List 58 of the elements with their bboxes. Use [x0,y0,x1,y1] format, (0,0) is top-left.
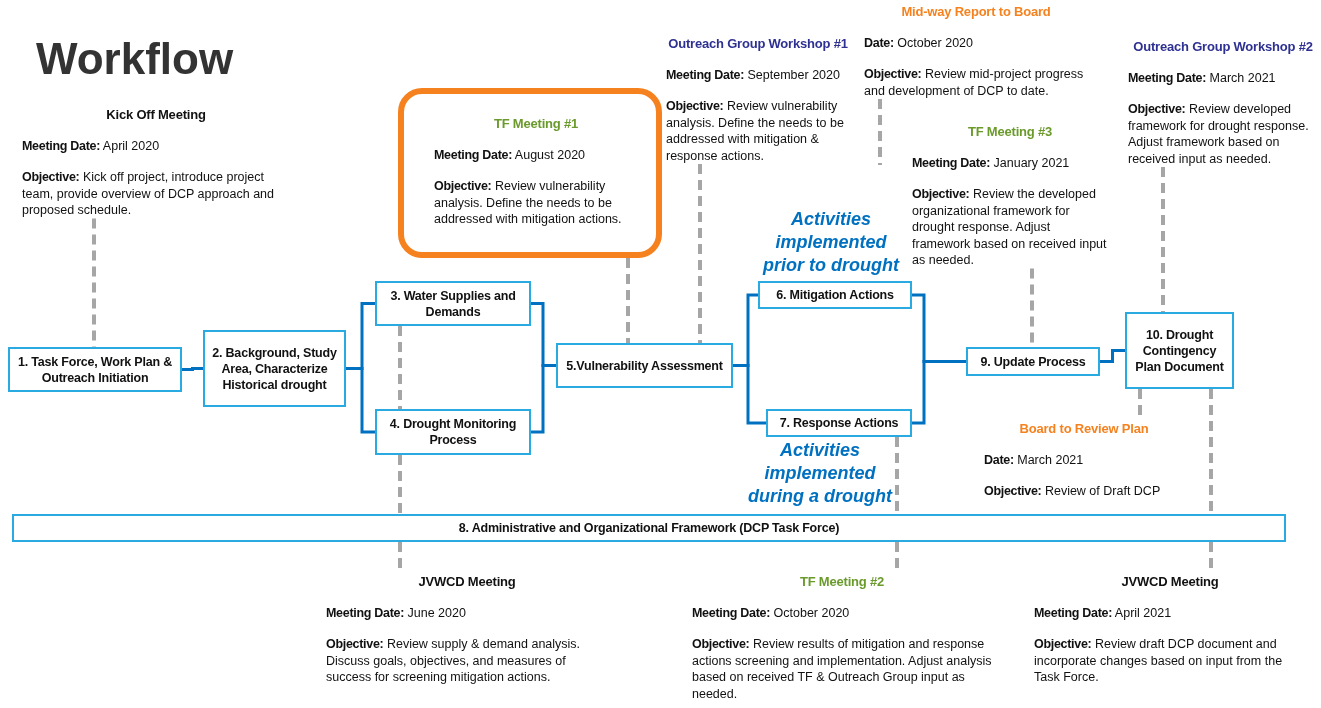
process-box: 3. Water Supplies and Demands [375,281,531,326]
process-box: 7. Response Actions [766,409,912,437]
dashed-line [398,455,402,514]
process-box: 9. Update Process [966,347,1100,376]
title: Workflow [36,34,234,84]
dashed-line [1161,167,1165,312]
meeting-heading: TF Meeting #1 [492,116,580,133]
date-text: Meeting Date: April 2021 [1034,604,1173,621]
connector-line [531,364,556,434]
dashed-line [1209,389,1213,514]
date-text: Meeting Date: April 2020 [22,137,161,154]
connector-line [733,364,766,425]
annotation-text: Activities implemented during a drought [747,439,894,508]
meeting-heading: JVWCD Meeting [417,574,517,591]
date-text: Date: October 2020 [864,34,974,51]
meeting-heading: Kick Off Meeting [105,107,207,124]
objective-text: Objective: Review vulnerability analysis. Define the needs to be addressed with mitigation actions. [434,178,623,228]
meeting-heading: TF Meeting #2 [798,574,886,591]
meeting-heading: Mid-way Report to Board [900,4,1052,21]
objective-text: Objective: Review supply & demand analysis. Discuss goals, objectives, and measures of success for screening mitigation actions. [326,636,582,686]
date-text: Date: March 2021 [984,451,1085,468]
process-box: 1. Task Force, Work Plan & Outreach Initiation [8,347,182,392]
objective-text: Objective: Review vulnerability analysis. Define the needs to be addressed with mitigation & response actions. [666,98,845,164]
meeting-heading: Outreach Group Workshop #2 [1132,39,1314,56]
meeting-heading: TF Meeting #3 [966,124,1054,141]
dashed-line [878,99,882,165]
annotation-text: Activities implemented prior to drought [761,208,901,277]
objective-text: Objective: Review results of mitigation and response actions screening and implementation. Adjust analysis based on received TF & Outreach Group input as needed. [692,636,992,702]
meeting-heading: JVWCD Meeting [1120,574,1220,591]
connector-line [346,367,375,434]
dashed-line [398,326,402,409]
objective-text: Objective: Kick off project, introduce project team, provide overview of DCP approach and proposed schedule. [22,169,275,219]
objective-text: Objective: Review draft DCP document and incorporate changes based on input from the Task Force. [1034,636,1284,686]
objective-text: Objective: Review developed framework for drought response. Adjust framework based on received input as needed. [1128,101,1310,167]
meeting-heading: Board to Review Plan [1018,421,1150,438]
process-box: 8. Administrative and Organizational Framework (DCP Task Force) [12,514,1286,542]
date-text: Meeting Date: March 2021 [1128,69,1277,86]
process-box: 10. Drought Contingency Plan Document [1125,312,1234,389]
connector-line [1100,349,1125,363]
date-text: Meeting Date: September 2020 [666,66,841,83]
date-text: Meeting Date: January 2021 [912,154,1071,171]
process-box: 2. Background, Study Area, Characterize Historical drought [203,330,346,407]
dashed-line [698,164,702,343]
highlight-frame [398,88,662,258]
meeting-heading: Outreach Group Workshop #1 [667,36,849,53]
connector-line [182,367,203,371]
objective-text: Objective: Review of Draft DCP [984,483,1162,500]
date-text: Meeting Date: October 2020 [692,604,851,621]
dashed-line [895,437,899,514]
date-text: Meeting Date: June 2020 [326,604,467,621]
process-box: 5.Vulnerability Assessment [556,343,733,388]
connector-line [912,360,966,425]
objective-text: Objective: Review the developed organizational framework for drought response. Adjust framework based on received input as needed. [912,186,1108,269]
process-box: 4. Drought Monitoring Process [375,409,531,455]
date-text: Meeting Date: August 2020 [434,146,587,163]
dashed-line [626,258,630,343]
objective-text: Objective: Review mid-project progress and development of DCP to date. [864,66,1085,99]
process-box: 6. Mitigation Actions [758,281,912,309]
